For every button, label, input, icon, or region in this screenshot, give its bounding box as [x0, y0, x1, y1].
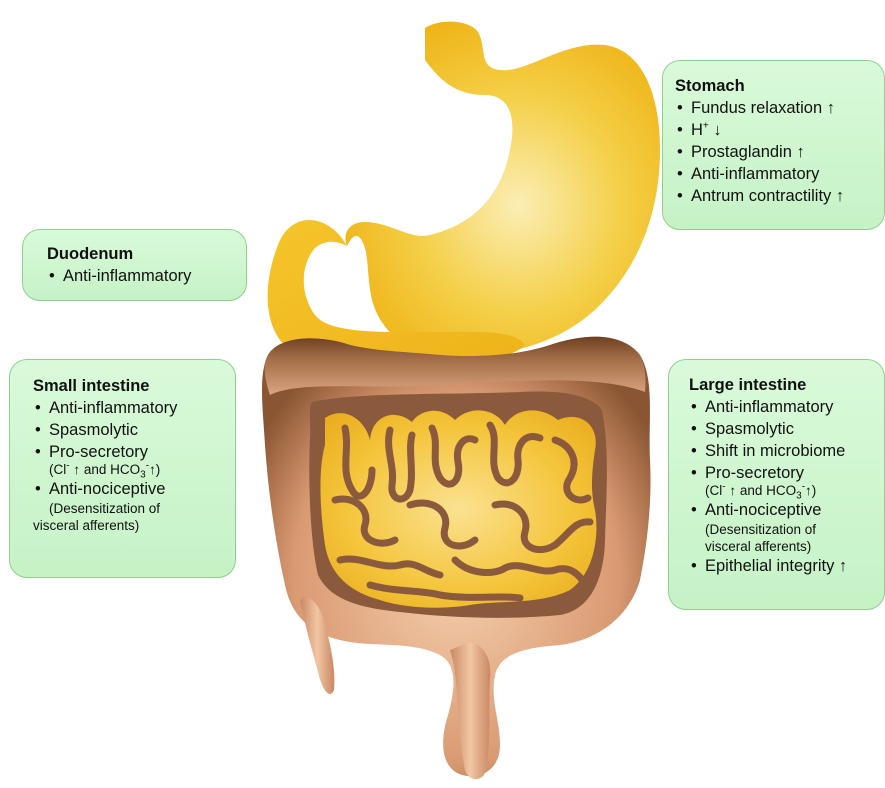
list-item: Epithelial integrity ↑	[689, 555, 884, 577]
list-item: Anti-inflammatory	[33, 397, 235, 419]
stomach-title: Stomach	[675, 75, 884, 97]
list-item: Pro-secretory (Cl- ↑ and HCO3-↑)	[33, 441, 235, 478]
nociception-note-line2: visceral afferents)	[33, 517, 235, 534]
secretion-note: (Cl- ↑ and HCO3-↑)	[49, 461, 235, 478]
secretion-note: (Cl- ↑ and HCO3-↑)	[705, 482, 884, 499]
nociception-note-line1: (Desensitization of	[49, 500, 235, 517]
list-item: Anti-inflammatory	[47, 265, 246, 287]
list-item: Spasmolytic	[689, 418, 884, 440]
small-intestine-effects-list: Anti-inflammatory Spasmolytic Pro-secret…	[33, 397, 235, 534]
list-item: Antrum contractility ↑	[675, 185, 884, 207]
list-item: Fundus relaxation ↑	[675, 97, 884, 119]
duodenum-title: Duodenum	[47, 243, 246, 265]
nociception-note-line1: (Desensitization of	[705, 521, 884, 538]
duodenum-effects-list: Anti-inflammatory	[47, 265, 246, 287]
list-item: Anti-inflammatory	[689, 396, 884, 418]
list-item: Prostaglandin ↑	[675, 141, 884, 163]
stomach-effects-box: Stomach Fundus relaxation ↑ H+ ↓ Prostag…	[662, 60, 885, 230]
list-item: H+ ↓	[675, 119, 884, 141]
large-intestine-effects-list: Anti-inflammatory Spasmolytic Shift in m…	[689, 396, 884, 577]
list-item: Shift in microbiome	[689, 440, 884, 462]
large-intestine-effects-box: Large intestine Anti-inflammatory Spasmo…	[668, 359, 885, 610]
list-item: Spasmolytic	[33, 419, 235, 441]
duodenum-effects-box: Duodenum Anti-inflammatory	[22, 229, 247, 301]
list-item: Anti-nociceptive (Desensitization of vis…	[689, 499, 884, 555]
small-intestine-effects-box: Small intestine Anti-inflammatory Spasmo…	[9, 359, 236, 578]
nociception-note-line2: visceral afferents)	[705, 538, 884, 555]
list-item: Pro-secretory (Cl- ↑ and HCO3-↑)	[689, 462, 884, 499]
list-item: Anti-nociceptive (Desensitization of vis…	[33, 478, 235, 534]
stomach-effects-list: Fundus relaxation ↑ H+ ↓ Prostaglandin ↑…	[675, 97, 884, 207]
list-item: Anti-inflammatory	[675, 163, 884, 185]
large-intestine-title: Large intestine	[689, 374, 884, 396]
stomach-shape	[346, 22, 660, 356]
small-intestine-title: Small intestine	[33, 375, 235, 397]
